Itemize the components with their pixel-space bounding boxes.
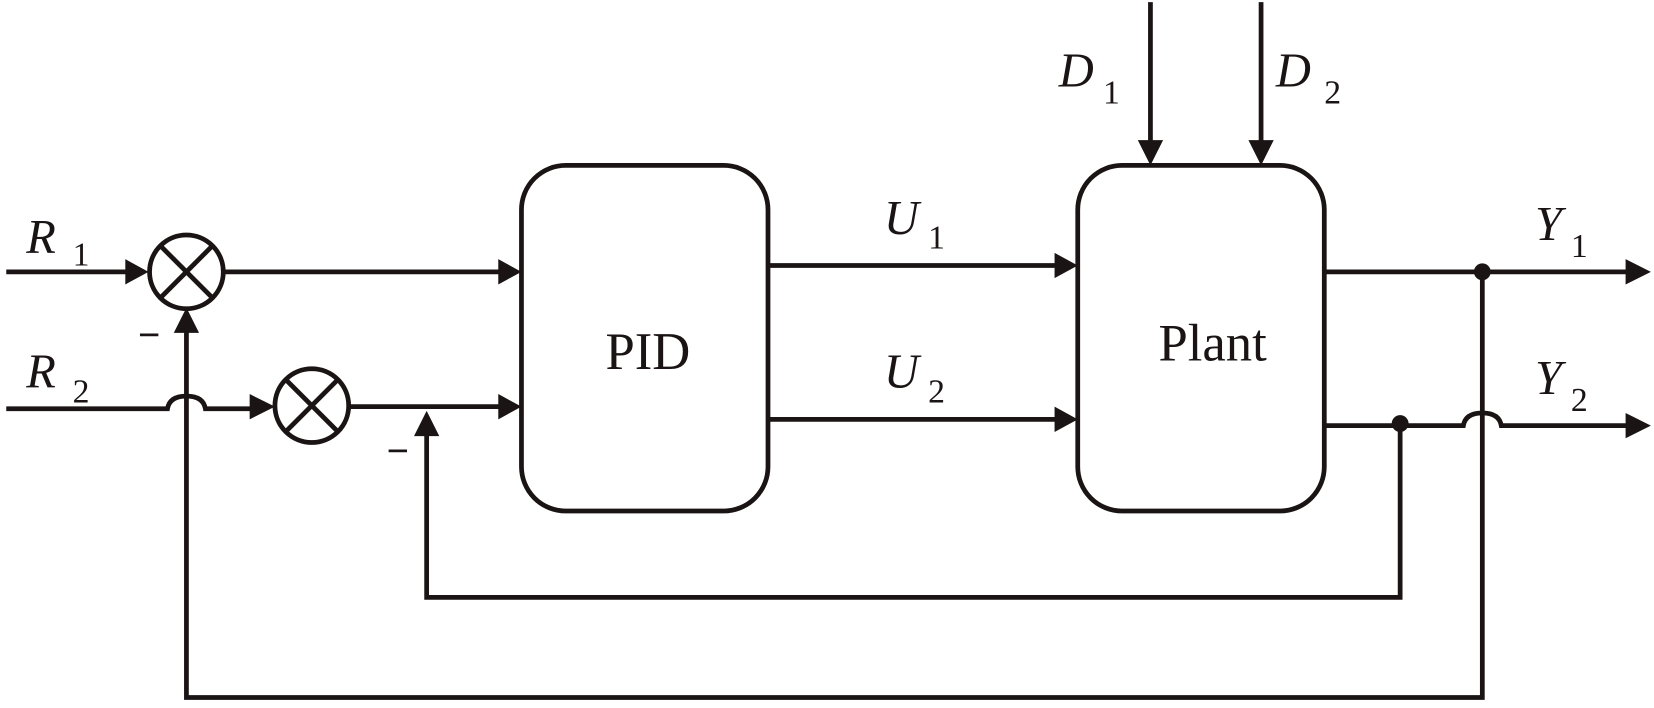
arrowhead [1248,140,1274,166]
arrowhead [1054,406,1078,432]
svg-text:2: 2 [1571,382,1588,419]
branch-point-y1 [1473,263,1491,281]
svg-text:D: D [1275,44,1311,97]
summing-junction-1 [147,232,226,312]
svg-text:U: U [884,346,922,399]
label-u2: U 2 [884,346,945,411]
svg-text:2: 2 [1324,74,1341,111]
svg-text:D: D [1058,44,1094,97]
arrowhead [1625,259,1651,285]
arrowhead [498,394,522,420]
minus-sign-1: − [138,315,160,357]
arrowhead [173,307,200,333]
arrowhead [1137,140,1164,166]
arrowhead [249,394,275,420]
arrowhead [1625,413,1651,439]
label-d2: D 2 [1275,44,1341,111]
pid-block [519,163,771,514]
feedback-y2-line [424,423,1403,600]
svg-text:R: R [25,346,56,399]
svg-text:Y: Y [1535,198,1567,251]
feedback-y1-line [184,271,1485,700]
arrowhead [498,259,522,285]
label-d1: D 1 [1058,44,1120,111]
svg-text:1: 1 [1571,228,1588,265]
minus-sign-2: − [387,431,409,473]
label-r1: R 1 [25,211,89,274]
svg-text:1: 1 [73,237,90,274]
svg-text:U: U [884,192,922,245]
arrowhead [414,410,440,437]
label-r2: R 2 [25,346,89,411]
plant-block [1075,163,1327,514]
svg-text:2: 2 [73,373,90,410]
label-y1: Y 1 [1535,198,1588,265]
summing-junction-2 [272,366,352,445]
label-u1: U 1 [884,192,945,257]
svg-text:1: 1 [1103,74,1120,111]
svg-text:2: 2 [928,373,945,410]
svg-text:1: 1 [928,220,945,257]
arrowhead [125,259,149,285]
label-y2: Y 2 [1535,352,1588,419]
arrowhead [1054,252,1078,279]
plant-label: Plant [1158,314,1267,372]
svg-text:Y: Y [1535,352,1567,405]
pid-label: PID [605,323,690,381]
svg-text:R: R [25,211,56,264]
